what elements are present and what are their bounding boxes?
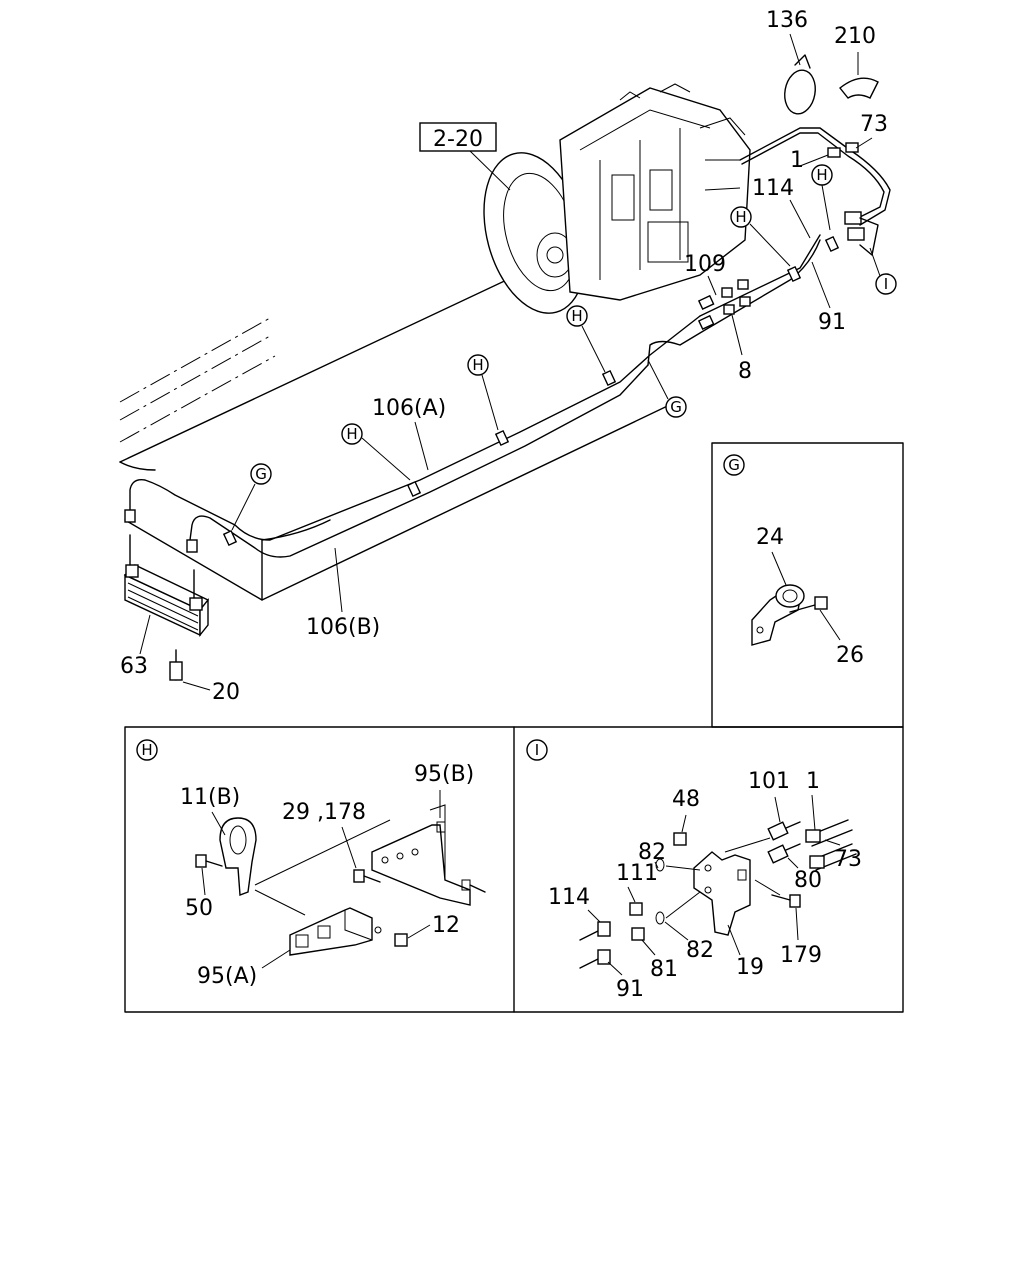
- label-20: 20: [212, 680, 240, 705]
- ref-box-label: 2-20: [433, 127, 483, 152]
- svg-text:G: G: [670, 398, 682, 416]
- label-91-i: 91: [616, 977, 644, 1002]
- label-48: 48: [672, 787, 700, 812]
- label-63: 63: [120, 654, 148, 679]
- label-73-i: 73: [834, 847, 862, 872]
- label-91: 91: [818, 310, 846, 335]
- label-12: 12: [432, 913, 460, 938]
- callout-h-1: H: [811, 164, 833, 231]
- label-1-i: 1: [806, 769, 820, 794]
- svg-text:G: G: [255, 465, 267, 483]
- label-114: 114: [752, 176, 794, 201]
- label-179: 179: [780, 943, 822, 968]
- svg-text:H: H: [472, 356, 483, 374]
- cover-210: [839, 77, 879, 99]
- label-111: 111: [616, 861, 658, 886]
- label-80: 80: [794, 868, 822, 893]
- callout-h-4: H: [467, 354, 499, 431]
- svg-text:H: H: [571, 307, 582, 325]
- label-29-178: 29 ,178: [282, 800, 366, 825]
- callout-g-2: G: [231, 463, 272, 531]
- label-81: 81: [650, 957, 678, 982]
- callout-i-1: I: [869, 247, 897, 295]
- label-73: 73: [860, 112, 888, 137]
- svg-text:H: H: [816, 166, 827, 184]
- fittings: [697, 142, 879, 330]
- transmission: [483, 83, 751, 314]
- callout-h-3: H: [566, 305, 606, 373]
- clamp-136: [784, 54, 816, 115]
- label-11b: 11(B): [180, 785, 240, 810]
- svg-text:H: H: [735, 208, 746, 226]
- callout-h-5: H: [341, 423, 411, 481]
- oil-cooler: [123, 509, 210, 681]
- label-109: 109: [684, 252, 726, 277]
- label-1: 1: [790, 148, 804, 173]
- label-210: 210: [834, 24, 876, 49]
- ref-box: 2-20: [419, 122, 511, 191]
- label-19: 19: [736, 955, 764, 980]
- svg-text:G: G: [728, 456, 740, 474]
- callout-h-2: H: [730, 206, 791, 267]
- label-26: 26: [836, 643, 864, 668]
- svg-text:I: I: [884, 275, 888, 293]
- label-50: 50: [185, 896, 213, 921]
- label-106b: 106(B): [306, 615, 380, 640]
- label-136: 136: [766, 8, 808, 33]
- label-95b: 95(B): [414, 762, 474, 787]
- detail-g-panel: G 24 26: [711, 442, 904, 728]
- svg-text:H: H: [346, 425, 357, 443]
- detail-i-panel: I 48 10: [513, 726, 904, 1013]
- label-82-b: 82: [686, 938, 714, 963]
- label-82-a: 82: [638, 840, 666, 865]
- label-95a: 95(A): [197, 964, 257, 989]
- clamps-h: [222, 235, 840, 547]
- callout-g-1: G: [647, 359, 687, 418]
- svg-text:I: I: [535, 741, 539, 759]
- label-24: 24: [756, 525, 784, 550]
- svg-text:H: H: [141, 741, 152, 759]
- label-106a: 106(A): [372, 396, 446, 421]
- label-8: 8: [738, 359, 752, 384]
- cooler-lines: [129, 127, 891, 558]
- label-101: 101: [748, 769, 790, 794]
- detail-h-panel: H 11(B) 29 ,178 95(B): [124, 726, 515, 1013]
- label-114-i: 114: [548, 885, 590, 910]
